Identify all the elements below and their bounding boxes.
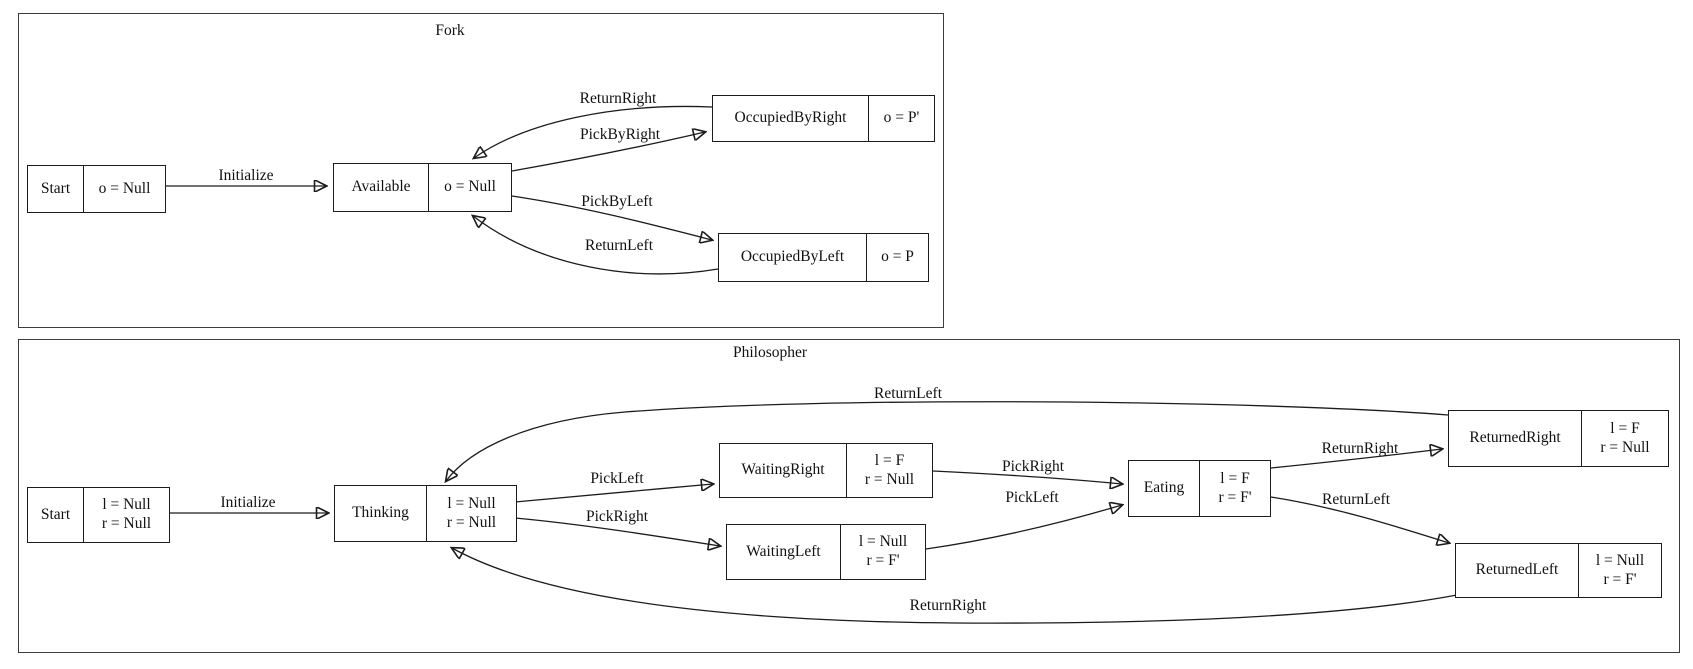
node-attrs: l = F r = Null bbox=[846, 444, 932, 497]
edge-label-phil-returnright-back: ReturnRight bbox=[909, 597, 987, 614]
node-label: Start bbox=[40, 505, 71, 523]
node-fork-start: Start o = Null bbox=[27, 165, 166, 213]
edge-fork-pickbyright bbox=[511, 132, 705, 172]
node-attrs: l = Null r = F' bbox=[1578, 544, 1661, 597]
node-phil-start: Start l = Null r = Null bbox=[27, 487, 170, 543]
edge-phil-pickleft-eating bbox=[925, 505, 1122, 550]
node-label: ReturnedLeft bbox=[1475, 561, 1559, 579]
edge-fork-returnright bbox=[474, 105, 713, 158]
node-label: OccupiedByRight bbox=[734, 109, 847, 127]
cluster-philosopher-title: Philosopher bbox=[732, 344, 808, 361]
edge-label-phil-pickright-eating: PickRight bbox=[1001, 458, 1065, 475]
node-fork-occupied-by-right: OccupiedByRight o = P' bbox=[712, 95, 935, 142]
node-phil-waiting-left: WaitingLeft l = Null r = F' bbox=[726, 524, 926, 580]
node-fork-occupied-by-left: OccupiedByLeft o = P bbox=[718, 233, 929, 282]
node-label: Eating bbox=[1143, 479, 1185, 497]
edge-phil-pickright-eating bbox=[932, 470, 1122, 484]
node-attrs: l = Null r = Null bbox=[426, 486, 516, 541]
node-label: Thinking bbox=[352, 504, 409, 522]
node-label: Start bbox=[40, 179, 71, 197]
edge-label-phil-returnleft-out: ReturnLeft bbox=[1321, 491, 1391, 508]
node-fork-available: Available o = Null bbox=[333, 163, 512, 212]
edge-fork-pickbyleft bbox=[511, 195, 712, 240]
node-phil-waiting-right: WaitingRight l = F r = Null bbox=[719, 443, 933, 498]
edge-label-fork-initialize: Initialize bbox=[218, 167, 274, 184]
edge-label-fork-pickbyright: PickByRight bbox=[579, 126, 661, 143]
node-label: WaitingLeft bbox=[746, 542, 821, 560]
node-phil-returned-left: ReturnedLeft l = Null r = F' bbox=[1455, 543, 1662, 598]
node-attrs: o = Null bbox=[83, 166, 165, 212]
node-attrs: o = P' bbox=[868, 96, 934, 141]
node-label: OccupiedByLeft bbox=[740, 248, 845, 266]
edge-label-phil-pickleft: PickLeft bbox=[590, 470, 644, 487]
edge-label-fork-returnleft: ReturnLeft bbox=[584, 237, 654, 254]
node-phil-returned-right: ReturnedRight l = F r = Null bbox=[1448, 410, 1669, 467]
node-attrs: l = F r = F' bbox=[1199, 461, 1270, 516]
node-attrs: l = Null r = F' bbox=[840, 525, 925, 579]
node-attrs: l = Null r = Null bbox=[83, 488, 169, 542]
edge-label-phil-pickleft-eating: PickLeft bbox=[1005, 489, 1059, 506]
node-attrs: l = F r = Null bbox=[1581, 411, 1668, 466]
node-phil-thinking: Thinking l = Null r = Null bbox=[334, 485, 517, 542]
edge-label-phil-initialize: Initialize bbox=[220, 494, 276, 511]
edge-phil-returnleft-back bbox=[446, 401, 1449, 481]
cluster-philosopher bbox=[18, 339, 1680, 653]
node-label: ReturnedRight bbox=[1469, 429, 1561, 447]
edge-label-fork-pickbyleft: PickByLeft bbox=[581, 193, 653, 210]
edge-label-phil-pickright: PickRight bbox=[585, 508, 649, 525]
node-attrs: o = P bbox=[866, 234, 928, 281]
edge-phil-returnright-back bbox=[452, 548, 1458, 624]
edge-phil-pickright bbox=[514, 517, 720, 546]
edge-phil-returnright-out bbox=[1270, 449, 1442, 469]
node-phil-eating: Eating l = F r = F' bbox=[1128, 460, 1271, 517]
edge-label-phil-returnright-out: ReturnRight bbox=[1321, 440, 1399, 457]
edge-phil-returnleft-out bbox=[1270, 496, 1449, 543]
cluster-fork bbox=[18, 13, 944, 328]
edge-phil-pickleft bbox=[514, 484, 713, 503]
edge-label-fork-returnright: ReturnRight bbox=[579, 90, 657, 107]
node-attrs: o = Null bbox=[428, 164, 511, 211]
edge-fork-returnleft bbox=[473, 216, 719, 275]
cluster-fork-title: Fork bbox=[435, 22, 465, 39]
edge-label-phil-returnleft-back: ReturnLeft bbox=[873, 385, 943, 402]
node-label: WaitingRight bbox=[741, 461, 825, 479]
node-label: Available bbox=[351, 178, 411, 196]
